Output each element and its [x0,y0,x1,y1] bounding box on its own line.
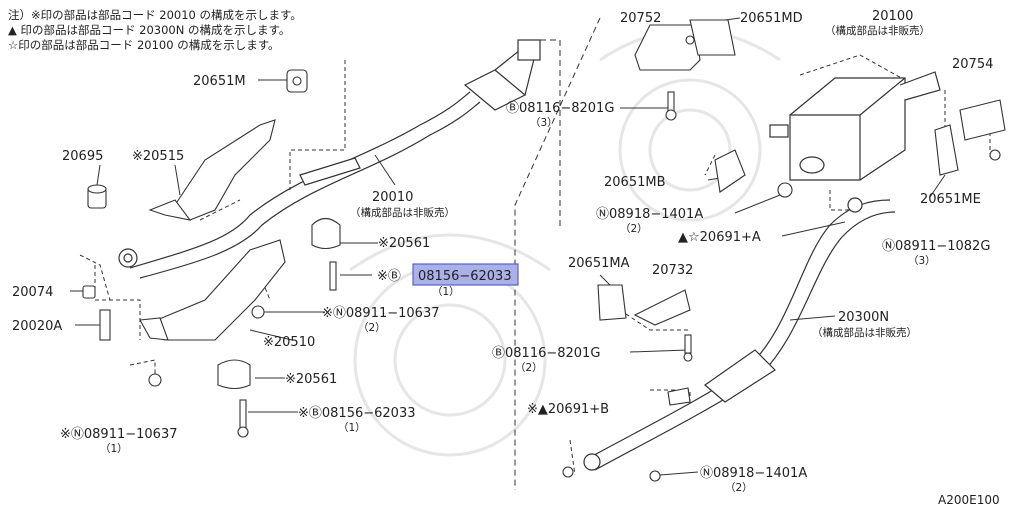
label-08911-1082G: Ⓝ08911−1082G [882,239,990,254]
label-20651MD: 20651MD [740,11,803,26]
label-08911-10637-bot: ※Ⓝ08911−10637 [60,427,178,442]
label-08156-bot-qty: （1） [338,422,366,434]
front-pipe-20010 [118,39,541,279]
label-20510: ※20510 [263,335,315,350]
label-08156-highlight[interactable]: 08156−62033 [418,269,512,284]
label-08156-highlight-qty: （1） [432,286,460,298]
label-20651MB: 20651MB [604,175,666,190]
label-08918-top: Ⓝ08918−1401A [596,207,703,222]
label-20754: 20754 [952,57,993,72]
label-20100: 20100 [872,9,913,24]
note-line-1: 注）※印の部品は部品コード 20010 の構成を示します。 [8,8,302,22]
label-20651ME: 20651ME [920,192,981,207]
label-08116-top-qty: （3） [530,117,558,129]
label-20515: ※20515 [132,149,184,164]
label-08911-10637-mid: ※Ⓝ08911−10637 [322,306,440,321]
label-20020A: 20020A [12,319,62,334]
part-labels: 20752 20651MD 20100 （構成部品は非販売） 20754 206… [12,9,993,494]
label-20691B: ※▲20691+B [527,402,609,417]
drawing-code: A200E100 [938,493,1000,507]
label-08116-mid: Ⓑ08116−8201G [492,346,600,361]
label-08156-bot: ※Ⓑ08156−62033 [298,406,416,421]
label-08156-highlight-prefix: ※Ⓑ [377,269,401,284]
label-08911-10637-bot-qty: （1） [100,443,128,455]
label-20010: 20010 [372,190,413,205]
label-20300N: 20300N [838,310,889,325]
label-20010-sub: （構成部品は非販売） [350,206,455,219]
leader-lines-solid [70,17,946,476]
center-pipe-20300N [583,197,896,471]
label-20074: 20074 [12,285,53,300]
label-08911-1082G-qty: （3） [908,255,936,267]
label-20691A: ▲☆20691+A [678,230,761,245]
label-08116-mid-qty: （2） [515,362,543,374]
label-20651MA: 20651MA [568,256,630,271]
label-08911-10637-mid-qty: （2） [358,322,386,334]
label-20100-sub: （構成部品は非販売） [825,24,930,37]
label-20651M: 20651M [193,74,246,89]
label-20561-bot: ※20561 [285,372,337,387]
label-08918-top-qty: （2） [620,223,648,235]
label-08918-bot-qty: （2） [725,482,753,494]
label-20695: 20695 [62,149,103,164]
label-08918-bot: Ⓝ08918−1401A [700,466,807,481]
label-20300N-sub: （構成部品は非販売） [812,326,917,339]
label-08116-top: Ⓑ08116−8201G [506,101,614,116]
left-small-parts [82,69,341,438]
watermark-emblem [349,28,781,457]
heat-shield-20515 [148,119,276,221]
heat-shield-20510 [139,239,286,341]
right-small-parts [562,19,1006,482]
note-line-2: ▲ 印の部品は部品コード 20300N の構成を示します。 [8,23,291,37]
section-divider [514,17,601,490]
highlight-box [412,263,519,286]
notes-block: 注）※印の部品は部品コード 20010 の構成を示します。 ▲ 印の部品は部品コ… [8,8,302,53]
muffler-20100 [769,71,941,181]
note-line-3: ☆印の部品は部品コード 20100 の構成を示します。 [8,38,280,52]
label-20561-top: ※20561 [378,236,430,251]
label-20732: 20732 [652,263,693,278]
label-20752: 20752 [620,11,661,26]
